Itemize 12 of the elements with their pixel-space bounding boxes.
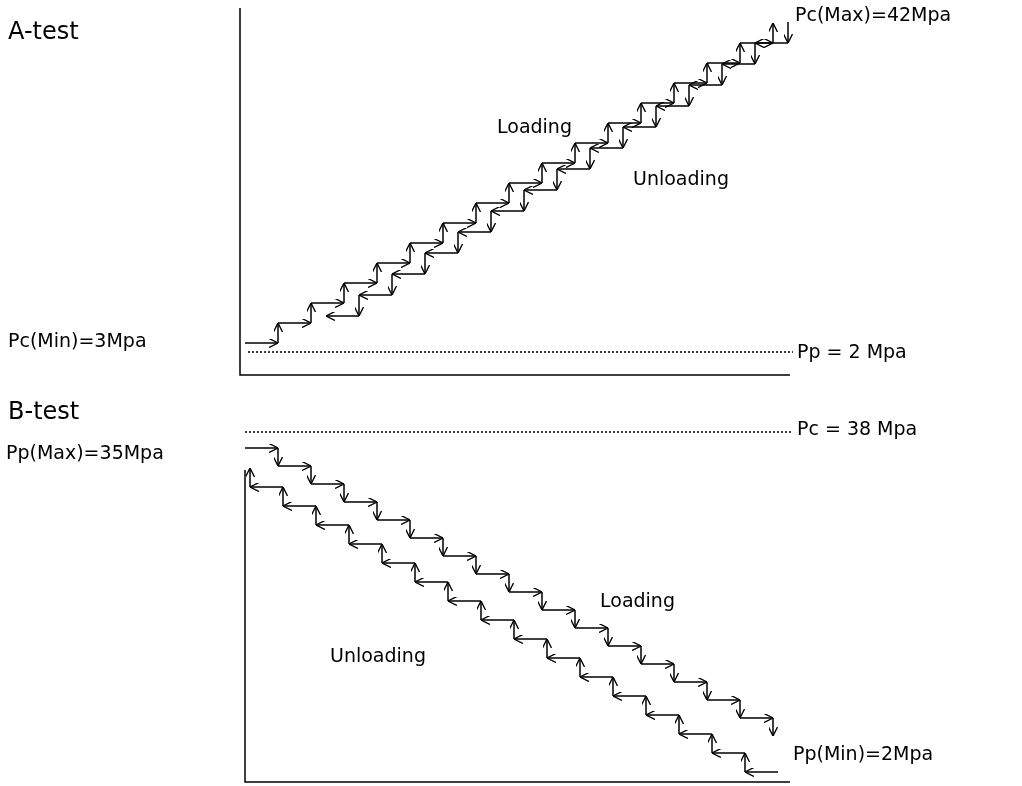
path-label: Unloading — [633, 168, 729, 189]
pressure-label: Pp(Max)=35Mpa — [6, 442, 164, 463]
test-title: A-test — [8, 18, 79, 45]
path-label: Loading — [600, 590, 675, 611]
pressure-label: Pc(Min)=3Mpa — [8, 330, 147, 351]
pressure-label: Pc = 38 Mpa — [797, 418, 918, 439]
pressure-label: Pp(Min)=2Mpa — [793, 743, 934, 764]
path-label: Loading — [497, 116, 572, 137]
path-label: Unloading — [330, 645, 426, 666]
test-title: B-test — [8, 398, 80, 425]
pressure-label: Pc(Max)=42Mpa — [795, 4, 952, 25]
pressure-label: Pp = 2 Mpa — [797, 341, 907, 362]
